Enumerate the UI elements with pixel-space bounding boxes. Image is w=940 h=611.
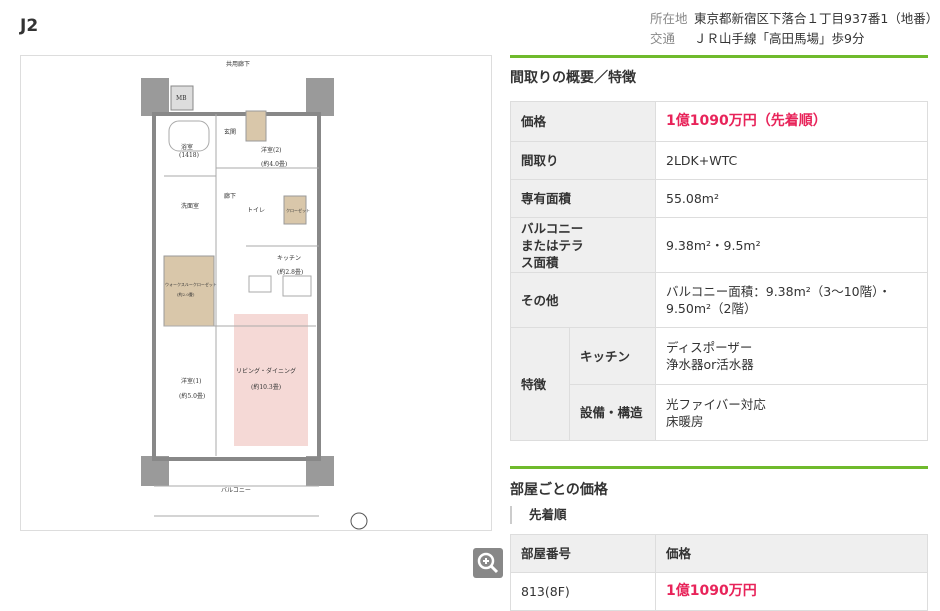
room-prices-table: 部屋番号価格 813(8F)1億1090万円 — [510, 534, 928, 611]
access-label: 交通 — [650, 31, 676, 46]
area-label: 専有面積 — [510, 179, 656, 218]
room-price: 1億1090万円 — [655, 572, 928, 611]
plan-label-wtc-size: (約2.0畳) — [177, 291, 195, 297]
plan-label-bath-size: (1418) — [179, 152, 199, 159]
header-price: 価格 — [655, 534, 928, 573]
plan-label-bath: 浴室 — [181, 143, 193, 151]
feature-item: ディスポーザー — [666, 340, 753, 355]
floor-plan-image[interactable]: 共用廊下 MB 玄関 洋室(2) (約4.0畳) 浴室 (1418) 廊下 トイ… — [20, 55, 503, 578]
plan-label-toilet: トイレ — [247, 207, 265, 214]
layout-value: 2LDK+WTC — [655, 141, 928, 180]
plan-label-wtc: ウォークスルークローゼット — [165, 281, 217, 287]
plan-label-washroom: 洗面室 — [181, 202, 199, 210]
plan-label-closet: クローゼット — [286, 207, 310, 213]
feature-item: 光ファイバー対応 — [666, 396, 766, 412]
balcony-value: 9.38m²・9.5m² — [655, 217, 928, 273]
plan-label-room1: 洋室(1) — [181, 377, 202, 385]
room-prices-title: 部屋ごとの価格 — [510, 482, 608, 498]
table-row: 813(8F)1億1090万円 — [510, 572, 928, 611]
address-value: 東京都新宿区下落合１丁目937番1（地番） — [694, 11, 939, 26]
balcony-label: バルコニーまたはテラス面積 — [510, 217, 656, 273]
plan-label-entrance: 玄関 — [224, 128, 236, 136]
area-value: 55.08m² — [655, 179, 928, 218]
address-label: 所在地 — [650, 11, 688, 26]
magnifier-plus-icon — [477, 552, 499, 574]
plan-label-room2-size: (約4.0畳) — [261, 160, 287, 168]
overview-title: 間取りの概要／特徴 — [510, 70, 636, 86]
plan-label-corridor: 共用廊下 — [226, 60, 250, 68]
unit-title: J2 — [20, 16, 39, 36]
other-label: その他 — [510, 272, 656, 328]
equipment-features: 光ファイバー対応床暖房 — [655, 384, 928, 441]
plan-label-balcony: バルコニー — [221, 487, 251, 494]
price-label: 価格 — [510, 101, 656, 142]
header-room-number: 部屋番号 — [510, 534, 656, 573]
kitchen-label: キッチン — [569, 327, 656, 385]
plan-label-kitchen: キッチン — [277, 255, 301, 262]
plan-label-mb: MB — [176, 95, 187, 102]
room-number: 813(8F) — [510, 572, 656, 611]
zoom-in-button[interactable] — [473, 548, 503, 578]
feature-item: 床暖房 — [666, 413, 704, 429]
features-label: 特徴 — [510, 327, 570, 441]
price-value: 1億1090万円（先着順） — [655, 101, 928, 142]
plan-label-kitchen-size: (約2.8畳) — [277, 268, 303, 276]
layout-label: 間取り — [510, 141, 656, 180]
property-info: 所在地東京都新宿区下落合１丁目937番1（地番） 交通 ＪＲ山手線「高田馬場」歩9… — [650, 9, 938, 49]
plan-label-ld: リビング・ダイニング — [236, 367, 296, 375]
plan-label-hall: 廊下 — [224, 192, 236, 200]
access-value: ＪＲ山手線「高田馬場」歩9分 — [694, 31, 865, 46]
plan-label-room1-size: (約5.0畳) — [179, 392, 205, 400]
sale-type: 先着順 — [510, 506, 567, 524]
plan-label-room2: 洋室(2) — [261, 146, 282, 154]
feature-item: 浄水器or活水器 — [666, 357, 754, 372]
plan-label-ld-size: (約10.3畳) — [251, 383, 281, 391]
equipment-label: 設備・構造 — [569, 384, 656, 441]
section-divider — [510, 55, 928, 58]
other-value: バルコニー面積：9.38m²（3〜10階）・9.50m²（2階） — [655, 272, 928, 328]
kitchen-features: ディスポーザー浄水器or活水器 — [655, 327, 928, 385]
section-divider — [510, 466, 928, 469]
